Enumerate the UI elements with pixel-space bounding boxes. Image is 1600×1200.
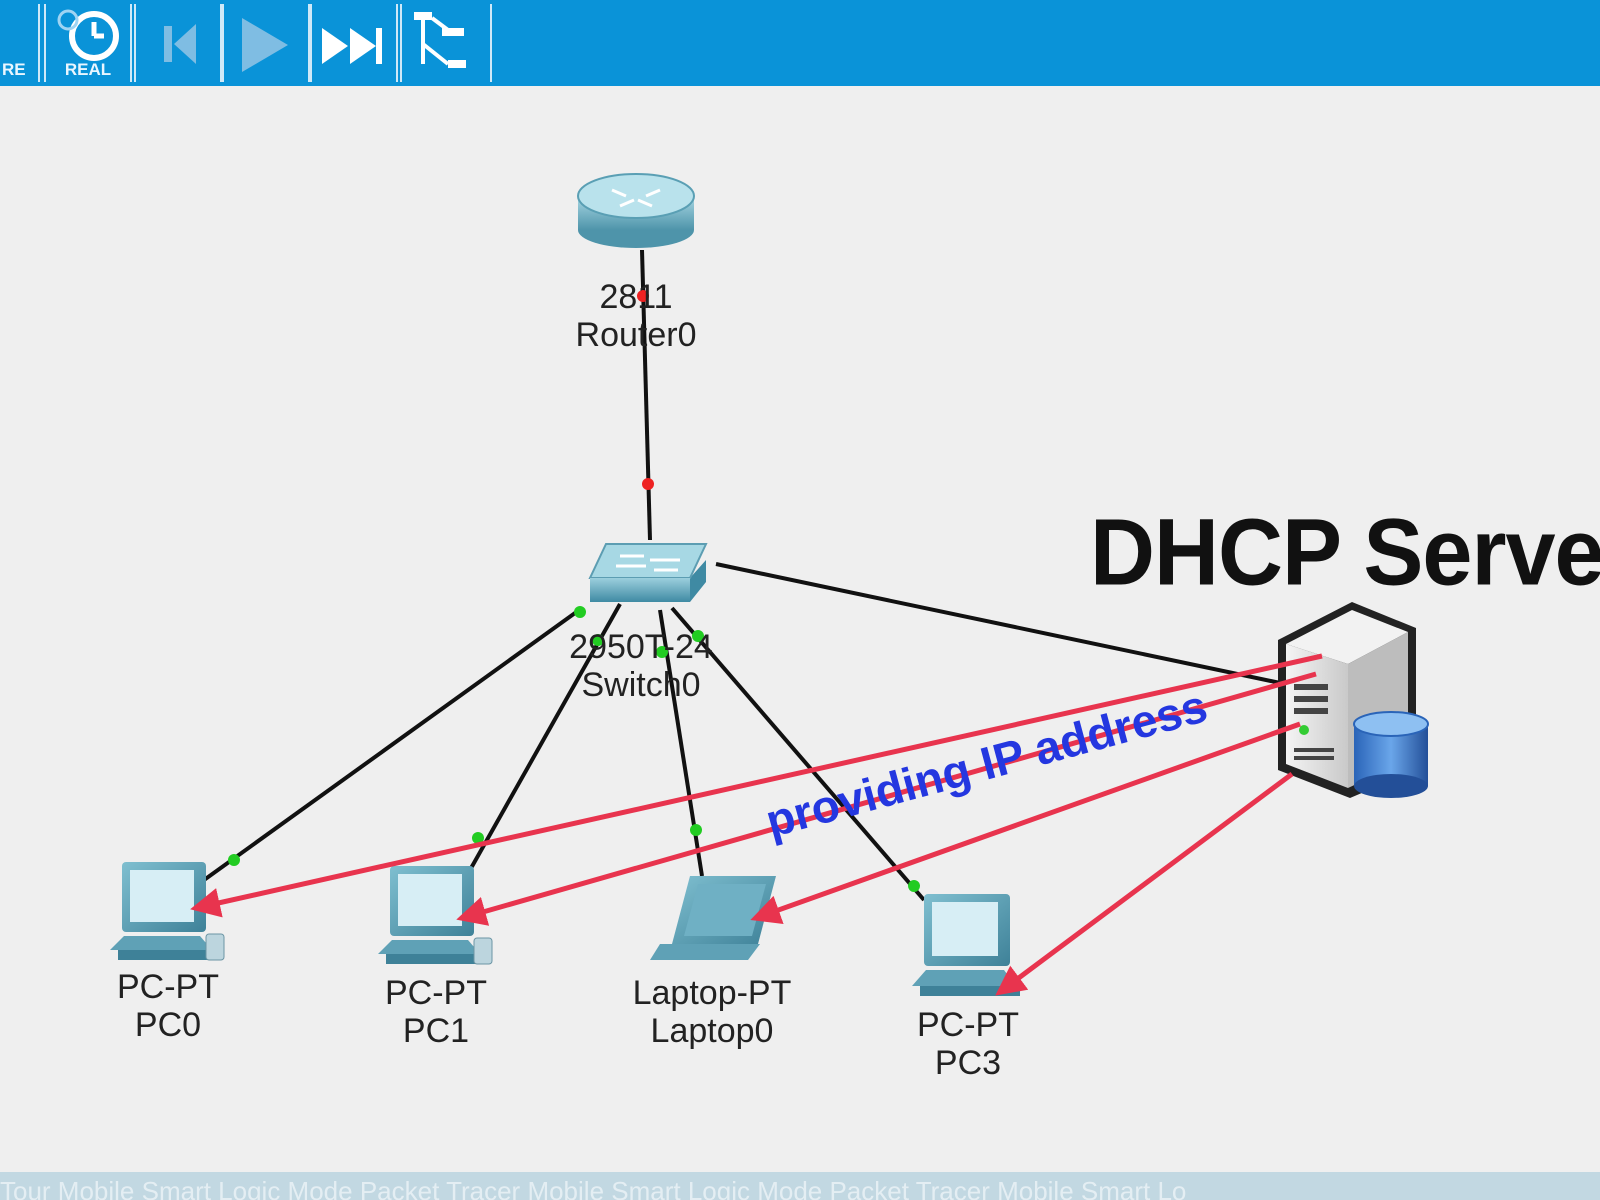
link-switch-pc0[interactable] (202, 606, 584, 882)
pc0-model: PC-PT (117, 968, 219, 1006)
switch-icon[interactable] (588, 543, 708, 602)
partial-mode-label: RE (2, 60, 26, 79)
link-switch-pc1[interactable] (468, 603, 622, 871)
play-icon (242, 18, 288, 72)
play-button[interactable] (222, 4, 310, 82)
topology-button[interactable] (400, 4, 492, 82)
network-links (202, 249, 1305, 902)
pc1-label: PC-PT PC1 (366, 974, 506, 1050)
pc1-model: PC-PT (385, 974, 487, 1012)
switch-name: Switch0 (581, 666, 701, 704)
router-label: 2811 Router0 (566, 278, 706, 354)
pc3-label: PC-PT PC3 (898, 1006, 1038, 1082)
laptop0-name: Laptop0 (650, 1012, 774, 1050)
port-light-switch-laptop (656, 646, 668, 658)
pc3-model: PC-PT (917, 1006, 1019, 1044)
port-light-router (637, 290, 649, 302)
step-back-button[interactable] (134, 4, 222, 82)
arrow-to-pc0 (190, 653, 1323, 918)
dhcp-server-title: DHCP Server (1090, 500, 1600, 606)
dhcp-arrows (190, 653, 1323, 996)
arrow-to-pc1 (456, 671, 1317, 926)
fast-forward-button[interactable] (310, 4, 398, 82)
fast-forward-icon (322, 28, 382, 64)
simulation-toolbar: RE REAL (0, 0, 1600, 86)
link-switch-pc3[interactable] (670, 606, 926, 902)
switch-model: 2950T-24 (569, 628, 713, 666)
realtime-mode-label: REAL (64, 60, 112, 79)
router-icon[interactable] (577, 173, 695, 248)
pc3-icon[interactable] (912, 894, 1020, 996)
pc1-icon[interactable] (378, 866, 493, 965)
pc3-name: PC3 (934, 1044, 1002, 1082)
status-bar: Tour Mobile Smart Logic Mode Packet Trac… (0, 1172, 1600, 1200)
pc0-label: PC-PT PC0 (98, 968, 238, 1044)
port-lights (228, 290, 920, 892)
step-back-icon (164, 24, 196, 64)
arrow-to-pc3 (995, 771, 1294, 996)
port-light-switch-pc0 (574, 606, 586, 618)
database-icon (1353, 711, 1429, 798)
port-light-switch-uplink (642, 478, 654, 490)
laptop0-model: Laptop-PT (632, 974, 792, 1012)
port-light-switch-pc3 (692, 630, 704, 642)
router-name: Router0 (575, 316, 697, 354)
pc1-name: PC1 (402, 1012, 470, 1050)
port-light-pc0 (228, 854, 240, 866)
topology-icon (414, 12, 466, 68)
switch-label: 2950T-24 Switch0 (556, 628, 726, 704)
laptop0-label: Laptop-PT Laptop0 (622, 974, 802, 1050)
port-light-switch-pc1 (592, 634, 604, 646)
status-bar-text: Tour Mobile Smart Logic Mode Packet Trac… (0, 1176, 1187, 1200)
port-light-pc3 (908, 880, 920, 892)
partial-mode-button[interactable]: RE (0, 4, 40, 82)
port-light-laptop0 (690, 824, 702, 836)
realtime-mode-button[interactable]: REAL (44, 4, 132, 82)
laptop0-icon[interactable] (650, 876, 776, 960)
pc0-icon[interactable] (110, 862, 225, 961)
link-switch-server[interactable] (715, 562, 1305, 690)
realtime-mode-icon (57, 9, 119, 61)
router-model: 2811 (599, 278, 673, 316)
port-light-pc1 (472, 832, 484, 844)
pc0-name: PC0 (134, 1006, 202, 1044)
arrow-to-laptop0 (750, 721, 1301, 925)
